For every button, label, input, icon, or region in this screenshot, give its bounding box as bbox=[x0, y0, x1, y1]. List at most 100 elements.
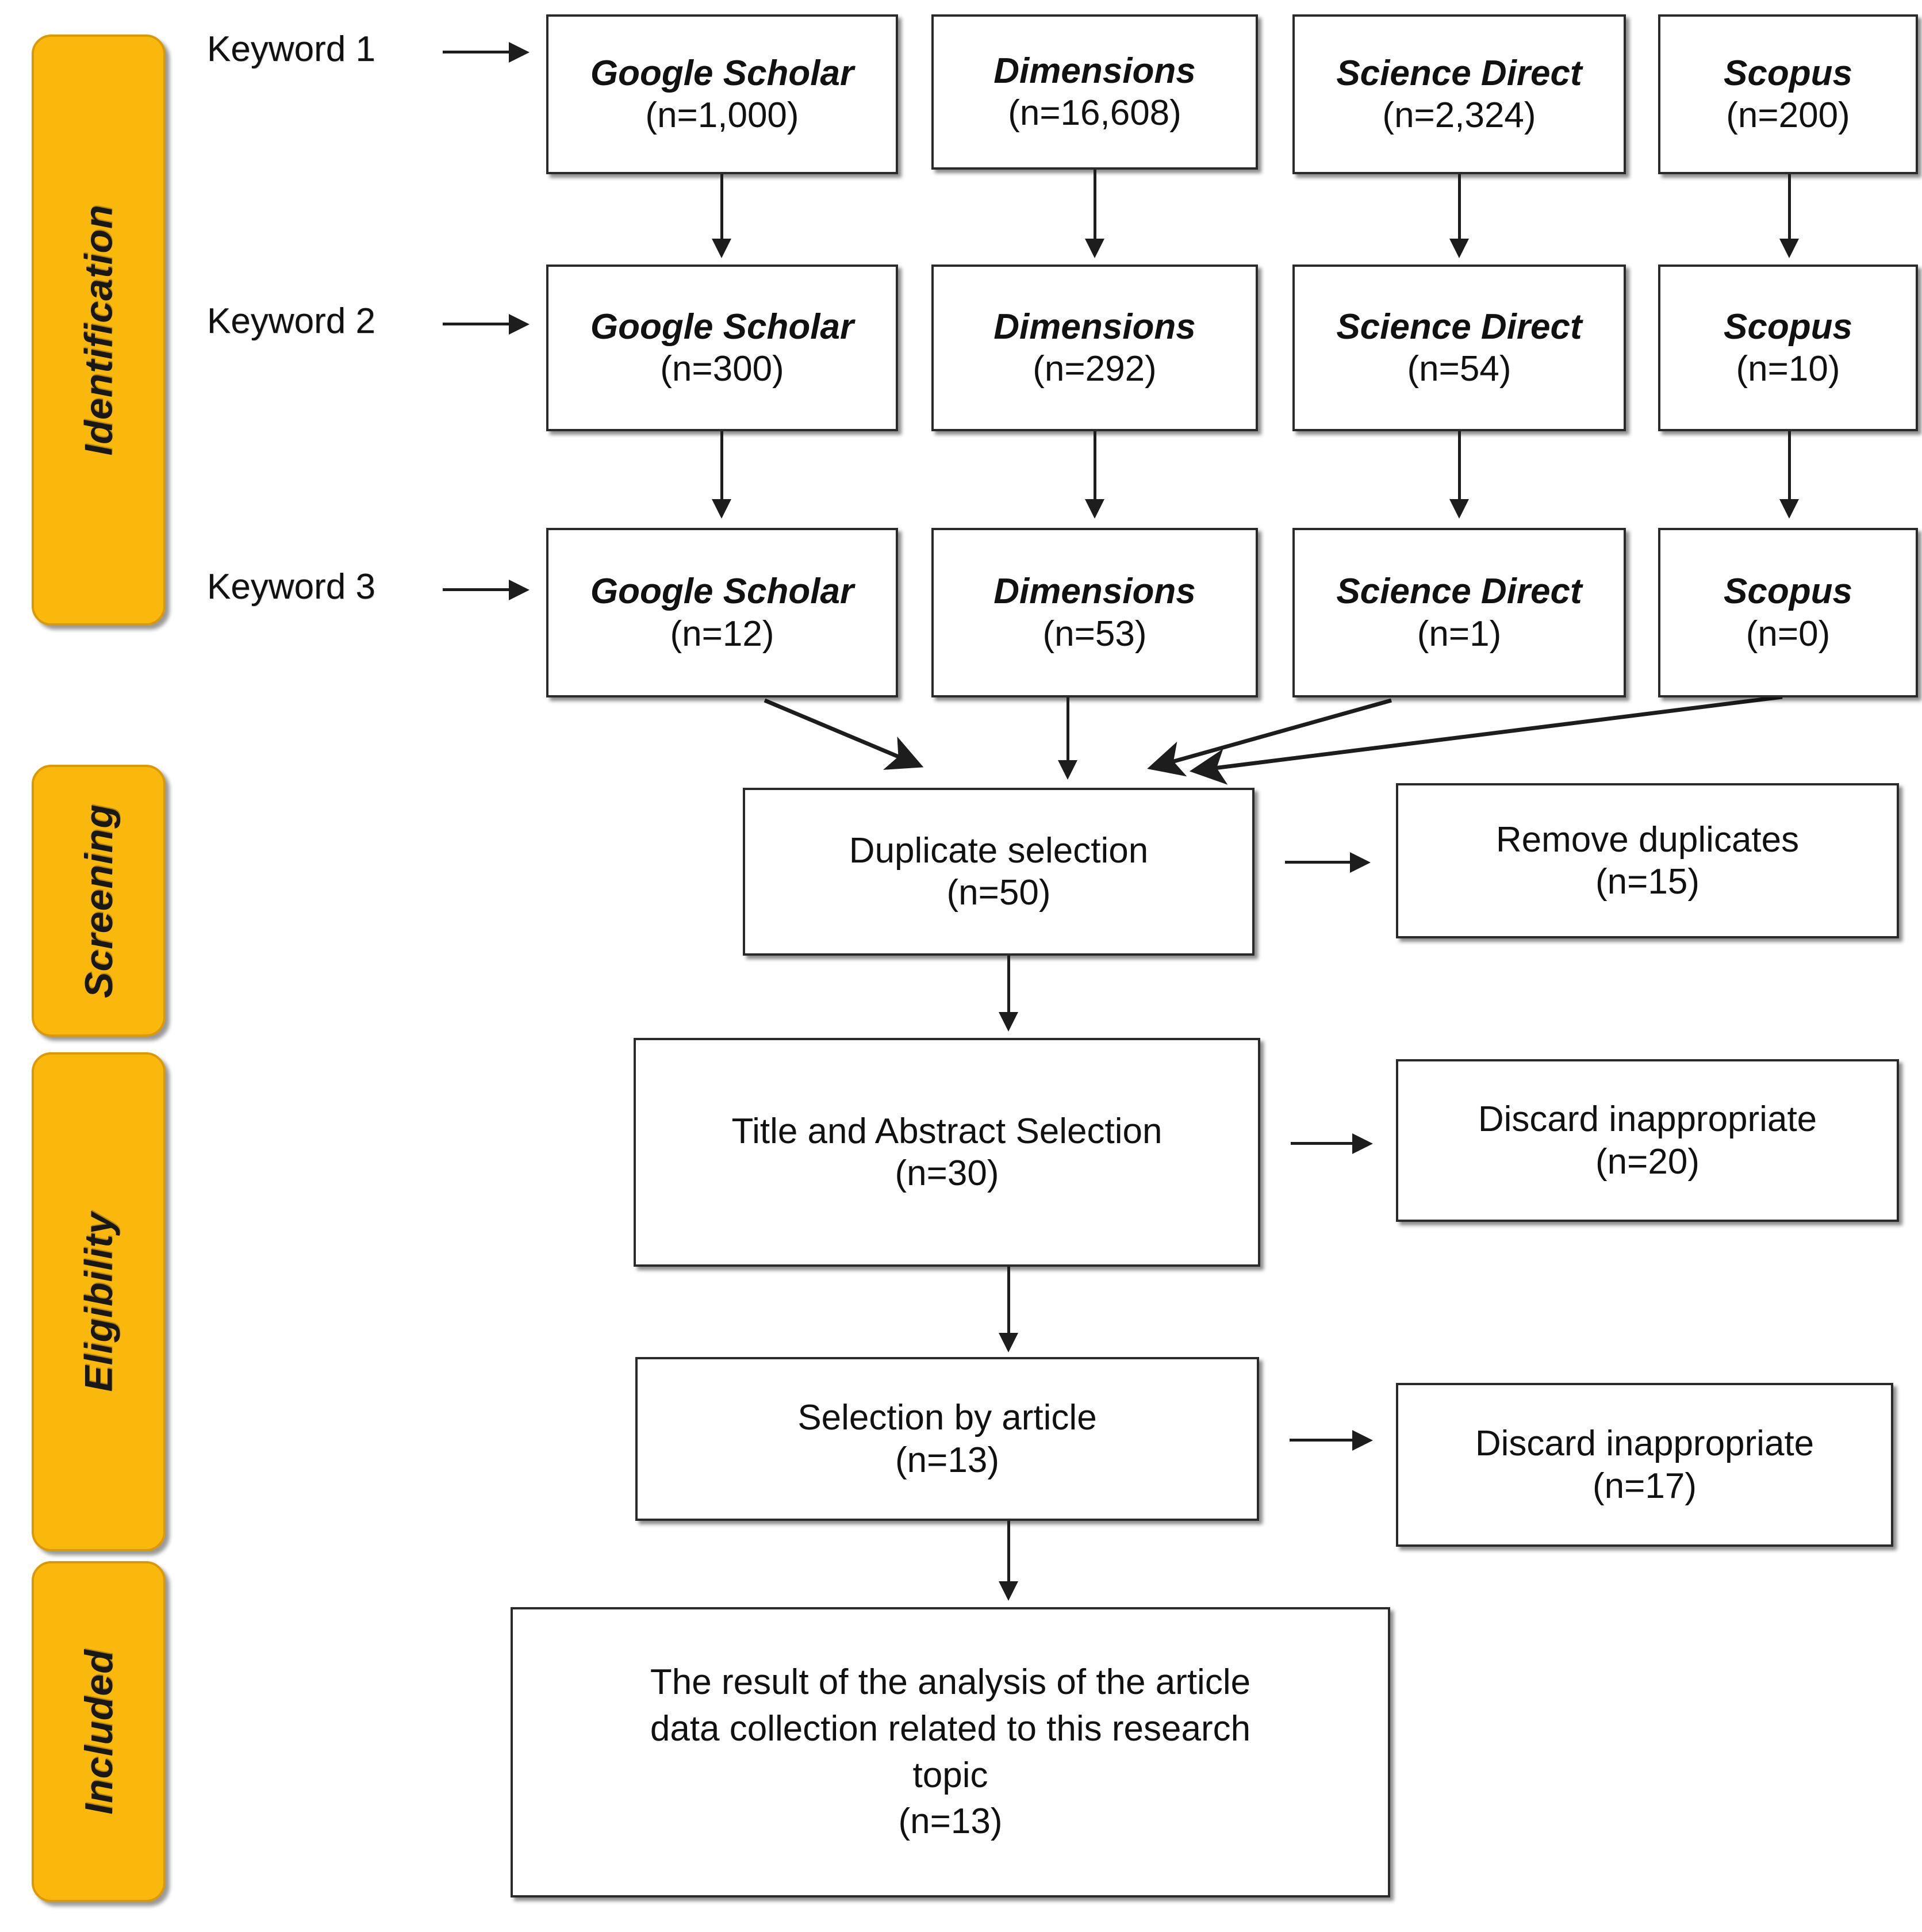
source-count: (n=16,608) bbox=[1008, 93, 1181, 133]
source-name: Science Direct bbox=[1336, 53, 1582, 93]
source-box-science-direct-k2: Science Direct (n=54) bbox=[1292, 264, 1626, 431]
keyword-connector-3 bbox=[443, 588, 512, 591]
connector-sd-k2-k3 bbox=[1458, 431, 1461, 503]
arrowhead-title-to-article bbox=[999, 1333, 1018, 1352]
arrowhead-dim-to-duplicates bbox=[1058, 760, 1077, 780]
selection-article-count: (n=13) bbox=[895, 1440, 999, 1480]
title-abstract-count: (n=30) bbox=[895, 1153, 999, 1193]
connector-title-to-article bbox=[1007, 1267, 1010, 1336]
remove-duplicates-box: Remove duplicates (n=15) bbox=[1396, 783, 1899, 938]
result-line-2: data collection related to this research bbox=[650, 1708, 1251, 1749]
source-box-google-scholar-k2: Google Scholar (n=300) bbox=[546, 264, 898, 431]
source-count: (n=53) bbox=[1042, 614, 1147, 654]
connector-scopus-k1-k2 bbox=[1788, 174, 1791, 243]
discard-inappropriate-title-box: Discard inappropriate (n=20) bbox=[1396, 1059, 1899, 1222]
source-name: Science Direct bbox=[1336, 306, 1582, 347]
connector-gs-k2-k3 bbox=[720, 431, 723, 503]
arrowhead-article-to-result bbox=[999, 1581, 1018, 1601]
source-count: (n=54) bbox=[1407, 349, 1511, 389]
source-box-scopus-k1: Scopus (n=200) bbox=[1658, 14, 1918, 174]
keyword-arrowhead-2 bbox=[509, 314, 530, 335]
result-count: (n=13) bbox=[898, 1801, 1003, 1842]
source-box-dimensions-k3: Dimensions (n=53) bbox=[931, 528, 1258, 697]
stage-label-identification: Identification bbox=[76, 204, 121, 456]
stage-label-eligibility: Eligibility bbox=[76, 1212, 121, 1392]
connector-dim-k2-k3 bbox=[1094, 431, 1096, 503]
source-count: (n=2,324) bbox=[1382, 95, 1536, 135]
stage-pill-screening: Screening bbox=[32, 765, 166, 1037]
duplicate-selection-box: Duplicate selection (n=50) bbox=[743, 788, 1255, 956]
source-name: Scopus bbox=[1724, 572, 1852, 612]
keyword-arrowhead-3 bbox=[509, 580, 530, 600]
source-box-google-scholar-k1: Google Scholar (n=1,000) bbox=[546, 14, 898, 174]
source-count: (n=300) bbox=[660, 349, 784, 389]
connector-duplicates-to-title bbox=[1007, 956, 1010, 1016]
source-box-scopus-k2: Scopus (n=10) bbox=[1658, 264, 1918, 431]
source-box-science-direct-k1: Science Direct (n=2,324) bbox=[1292, 14, 1626, 174]
selection-article-label: Selection by article bbox=[797, 1398, 1097, 1438]
source-box-dimensions-k2: Dimensions (n=292) bbox=[931, 264, 1258, 431]
arrowhead-duplicates-to-title bbox=[999, 1012, 1018, 1032]
source-box-google-scholar-k3: Google Scholar (n=12) bbox=[546, 528, 898, 697]
keyword-label-1: Keyword 1 bbox=[207, 29, 375, 69]
discard-title-label: Discard inappropriate bbox=[1478, 1099, 1817, 1140]
source-count: (n=1,000) bbox=[645, 95, 799, 135]
source-name: Dimensions bbox=[993, 572, 1196, 612]
keyword-connector-1 bbox=[443, 51, 512, 53]
source-count: (n=200) bbox=[1726, 95, 1850, 135]
result-line-1: The result of the analysis of the articl… bbox=[650, 1662, 1251, 1703]
connector-title-to-discard bbox=[1291, 1142, 1357, 1145]
stage-pill-included: Included bbox=[32, 1561, 166, 1902]
source-name: Science Direct bbox=[1336, 572, 1582, 612]
discard-title-count: (n=20) bbox=[1595, 1141, 1700, 1182]
connector-sd-k1-k2 bbox=[1458, 174, 1461, 243]
stage-label-included: Included bbox=[76, 1649, 121, 1815]
arrowhead-sd-k2-k3 bbox=[1449, 499, 1469, 519]
connector-dim-to-duplicates bbox=[1067, 697, 1069, 765]
connector-duplicates-to-remove bbox=[1285, 861, 1354, 864]
source-box-scopus-k3: Scopus (n=0) bbox=[1658, 528, 1918, 697]
arrowhead-gs-k2-k3 bbox=[712, 499, 731, 519]
duplicate-selection-count: (n=50) bbox=[946, 873, 1051, 913]
remove-duplicates-count: (n=15) bbox=[1595, 862, 1700, 902]
connector-article-to-result bbox=[1007, 1521, 1010, 1584]
duplicate-selection-label: Duplicate selection bbox=[849, 830, 1149, 871]
selection-by-article-box: Selection by article (n=13) bbox=[635, 1357, 1259, 1521]
source-count: (n=12) bbox=[670, 614, 774, 654]
analysis-result-box: The result of the analysis of the articl… bbox=[511, 1607, 1390, 1897]
source-name: Google Scholar bbox=[590, 306, 854, 347]
discard-article-count: (n=17) bbox=[1593, 1466, 1697, 1506]
arrowhead-duplicates-to-remove bbox=[1350, 852, 1371, 873]
arrowhead-sd-k1-k2 bbox=[1449, 239, 1469, 258]
arrowhead-gs-k1-k2 bbox=[712, 239, 731, 258]
keyword-label-3: Keyword 3 bbox=[207, 567, 375, 607]
title-abstract-label: Title and Abstract Selection bbox=[731, 1111, 1163, 1151]
connector-gs-k1-k2 bbox=[720, 174, 723, 243]
result-line-3: topic bbox=[912, 1755, 988, 1795]
source-count: (n=0) bbox=[1745, 614, 1831, 654]
remove-duplicates-label: Remove duplicates bbox=[1495, 819, 1800, 860]
connector-dim-k1-k2 bbox=[1094, 170, 1096, 243]
source-name: Dimensions bbox=[993, 51, 1196, 91]
source-count: (n=1) bbox=[1417, 614, 1502, 654]
keyword-connector-2 bbox=[443, 323, 512, 325]
source-box-dimensions-k1: Dimensions (n=16,608) bbox=[931, 14, 1258, 170]
arrowhead-scopus-k2-k3 bbox=[1779, 499, 1799, 519]
arrowhead-dim-k2-k3 bbox=[1085, 499, 1104, 519]
source-count: (n=292) bbox=[1033, 349, 1157, 389]
source-count: (n=10) bbox=[1736, 349, 1840, 389]
keyword-arrowhead-1 bbox=[509, 42, 530, 63]
source-name: Scopus bbox=[1724, 306, 1852, 347]
arrowhead-scopus-k1-k2 bbox=[1779, 239, 1799, 258]
arrowhead-title-to-discard bbox=[1352, 1133, 1373, 1154]
discard-article-label: Discard inappropriate bbox=[1475, 1424, 1814, 1464]
arrowhead-dim-k1-k2 bbox=[1085, 239, 1104, 258]
connector-scopus-k2-k3 bbox=[1788, 431, 1791, 503]
discard-inappropriate-article-box: Discard inappropriate (n=17) bbox=[1396, 1383, 1893, 1547]
keyword-label-2: Keyword 2 bbox=[207, 301, 375, 341]
source-name: Google Scholar bbox=[590, 53, 854, 93]
arrowhead-article-to-discard bbox=[1352, 1430, 1373, 1451]
source-name: Dimensions bbox=[993, 306, 1196, 347]
stage-pill-identification: Identification bbox=[32, 34, 166, 626]
